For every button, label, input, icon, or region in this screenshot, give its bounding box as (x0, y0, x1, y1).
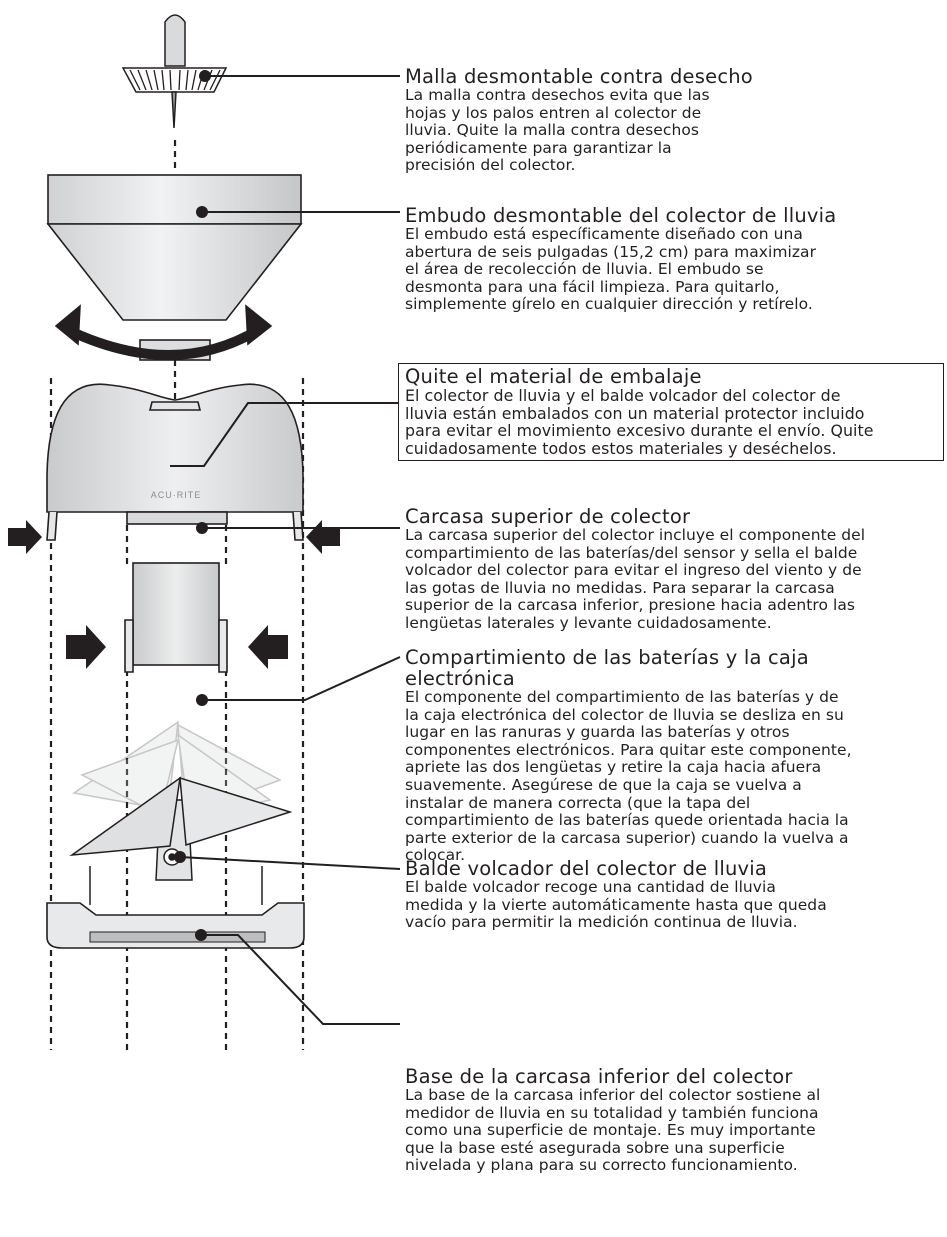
callout-description: El componente del compartimiento de las … (405, 688, 852, 865)
callout-title: Carcasa superior de colector (405, 505, 691, 528)
callout-title: Balde volcador del colector de lluvia (405, 857, 768, 880)
callout-packing-material: Quite el material de embalaje El colecto… (398, 363, 944, 462)
acurite-logo: ACU·RITE (151, 490, 202, 500)
callout-description: El balde volcador recoge una cantidad de… (405, 878, 827, 932)
tipping-bucket (69, 720, 293, 905)
callout-description: La malla contra desechos evita que las h… (405, 86, 710, 175)
callout-title: Compartimiento de las baterías y la caja… (405, 646, 809, 690)
callout-title: Malla desmontable contra desecho (405, 65, 753, 88)
callout-debris-screen: Malla desmontable contra desecho La mall… (405, 66, 940, 175)
leader-dots (174, 70, 211, 941)
callout-funnel: Embudo desmontable del colector de lluvi… (405, 205, 940, 314)
callout-lower-base: Base de la carcasa inferior del colector… (405, 1066, 940, 1175)
callout-description: La base de la carcasa inferior del colec… (405, 1086, 821, 1175)
funnel (46, 174, 303, 361)
callout-upper-housing: Carcasa superior de colector La carcasa … (405, 506, 940, 633)
lower-base (46, 902, 305, 949)
callout-battery-compartment: Compartimiento de las baterías y la caja… (405, 647, 940, 865)
leader-lines (170, 75, 401, 1025)
callout-description: El colector de lluvia y el balde volcado… (405, 386, 874, 458)
callout-description: El embudo está específicamente diseñado … (405, 225, 817, 314)
battery-compartment (66, 562, 288, 673)
debris-screen (121, 14, 228, 129)
callout-title: Base de la carcasa inferior del colector (405, 1065, 793, 1088)
callout-tipping-bucket: Balde volcador del colector de lluvia El… (405, 858, 940, 932)
callout-title: Quite el material de embalaje (405, 365, 702, 388)
callout-title: Embudo desmontable del colector de lluvi… (405, 204, 837, 227)
callout-description: La carcasa superior del colector incluye… (405, 526, 866, 632)
